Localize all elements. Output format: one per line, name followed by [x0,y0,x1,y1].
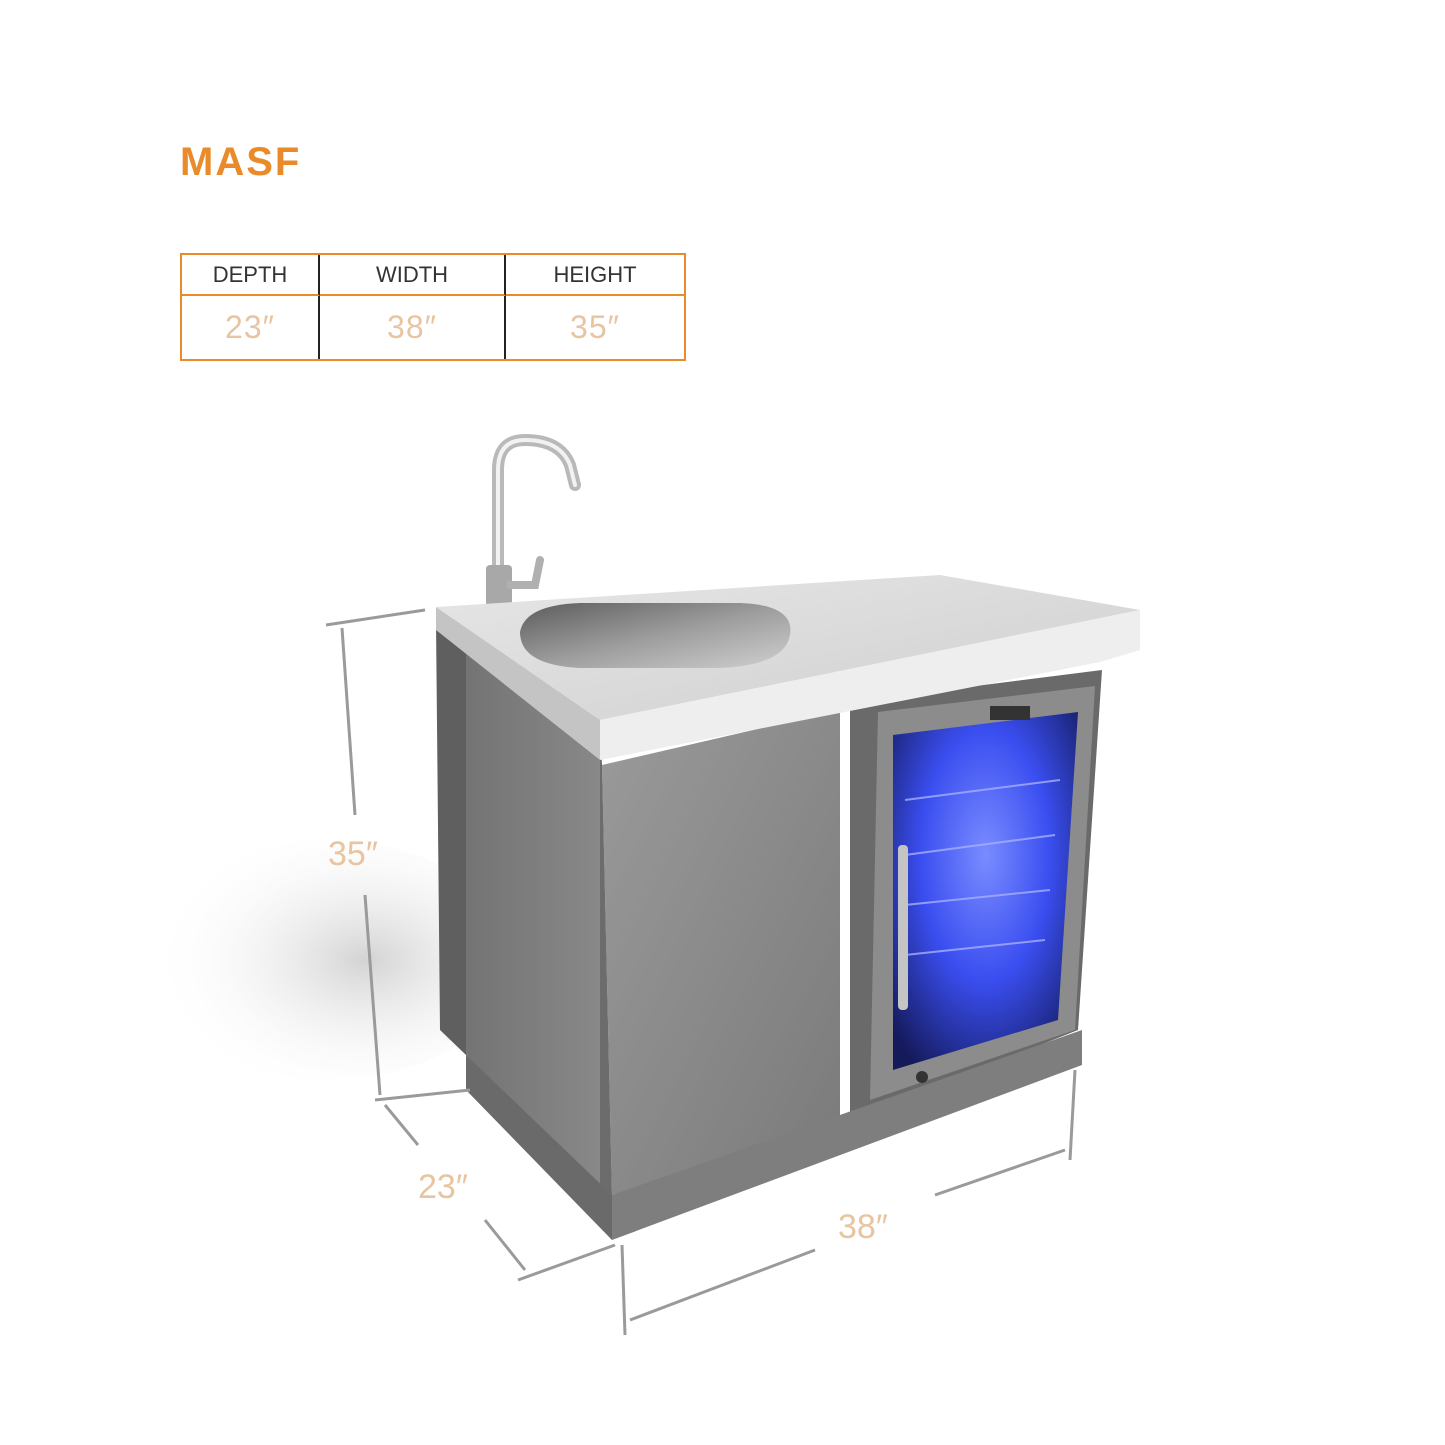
fridge-glass [893,712,1078,1070]
height-dimension-label: 35″ [328,835,378,873]
fridge-handle [898,845,908,1010]
fridge-lock [916,1071,928,1083]
sink-basin [520,603,791,668]
dimension-lines [325,608,1077,1336]
spec-table: DEPTH WIDTH HEIGHT 23″ 38″ 35″ [180,253,686,361]
fridge-shelves [904,779,1061,956]
product-title: MASF [180,140,302,184]
spec-value-width: 38″ [320,296,506,359]
cabinet-side-panel [436,622,612,1240]
cabinet-plinth [612,1030,1082,1240]
floor-shadow [150,840,510,1080]
spec-header-depth: DEPTH [182,255,320,296]
fridge-badge [990,706,1030,720]
faucet [486,433,581,611]
spec-header-width: WIDTH [320,255,506,296]
depth-dimension-label: 23″ [418,1168,468,1206]
spec-header-height: HEIGHT [506,255,684,296]
spec-value-depth: 23″ [182,296,320,359]
cabinet-door [602,710,840,1195]
spec-value-height: 35″ [570,309,620,345]
width-dimension-label: 38″ [838,1208,888,1246]
